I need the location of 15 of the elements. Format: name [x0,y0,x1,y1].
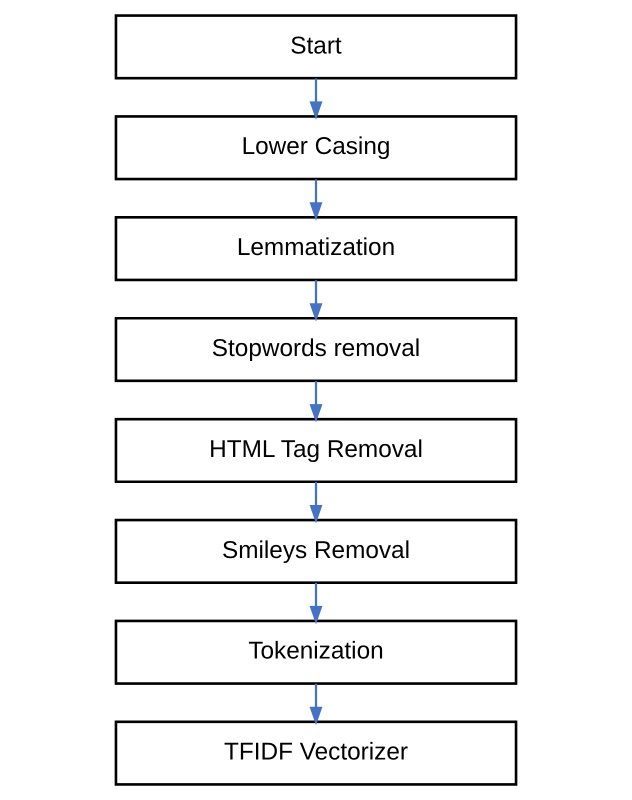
node-box: HTML Tag Removal [114,418,518,484]
node-box: Lemmatization [114,216,518,282]
arrow [310,280,322,322]
node-box: Smileys Removal [114,518,518,584]
arrow [310,78,322,120]
arrow [310,179,322,221]
arrow [310,381,322,423]
node-box: Start [114,14,518,80]
node-box: Lower Casing [114,115,518,180]
arrow [310,684,322,726]
node-box: TFIDF Vectorizer [114,720,518,786]
arrow [310,582,322,624]
node-box: Stopwords removal [114,316,518,382]
arrow [310,482,322,524]
node-box: Tokenization [114,620,518,685]
